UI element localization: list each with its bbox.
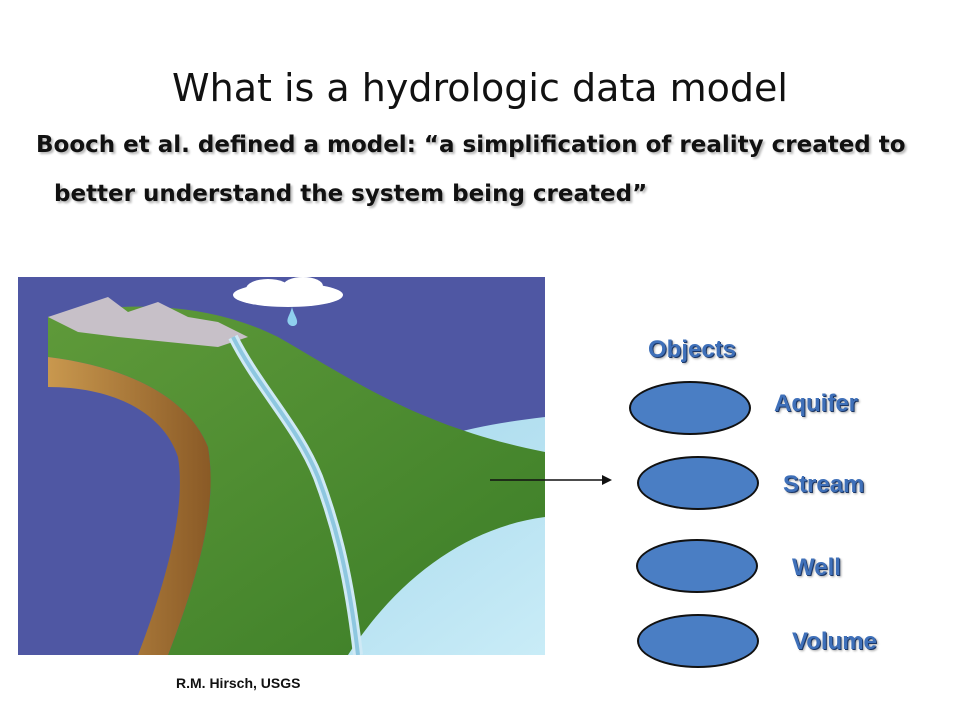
quote-line-2: better understand the system being creat… [54,181,648,207]
well-object-ellipse [636,539,758,593]
well-label: Well [792,554,841,581]
arrow-connector [490,475,612,485]
volume-label: Volume [792,628,877,655]
objects-heading: Objects [648,336,737,363]
slide-title: What is a hydrologic data model [172,66,788,110]
landscape-illustration [18,277,545,655]
quote-line-1: Booch et al. defined a model: “a simplif… [36,132,906,158]
volume-object-ellipse [637,614,759,668]
stream-label: Stream [783,471,865,498]
aquifer-label: Aquifer [774,390,858,417]
stream-object-ellipse [637,456,759,510]
aquifer-object-ellipse [629,381,751,435]
image-credit: R.M. Hirsch, USGS [176,675,301,691]
